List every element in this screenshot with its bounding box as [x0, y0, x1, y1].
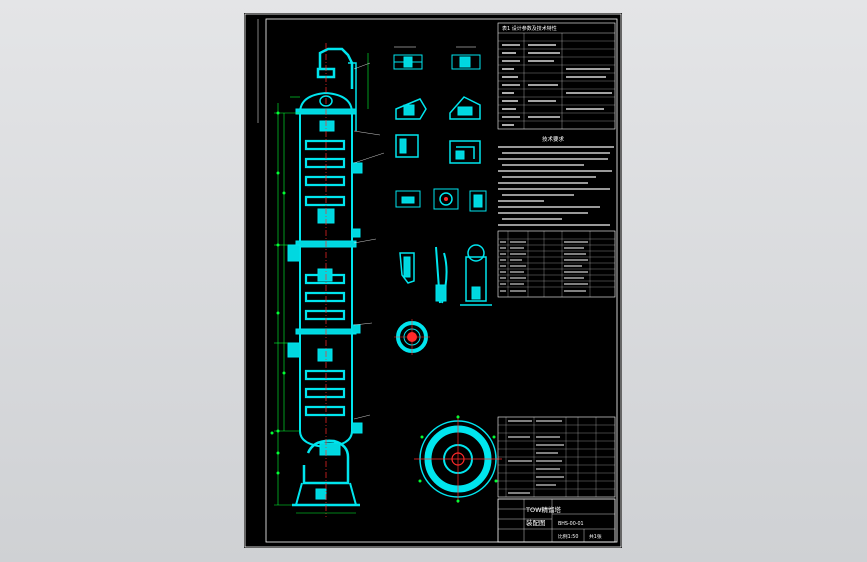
distillation-column — [287, 43, 363, 517]
inner-frame — [265, 18, 618, 543]
nozzle-table — [497, 230, 616, 298]
dimension-ticks — [270, 111, 286, 475]
cad-drawing-sheet: 表1 设计参数及技术特性 技术要求 — [244, 13, 622, 548]
drawing-title-line2: 装配图 — [526, 518, 546, 527]
technical-notes: 技术要求 — [498, 135, 614, 226]
data-table-heading: 表1 设计参数及技术特性 — [502, 25, 557, 32]
outer-border — [244, 13, 622, 548]
drawing-title-line1: TOW精馏塔 — [525, 505, 562, 514]
parts-list — [497, 416, 616, 498]
scale-label: 比例1:50 — [558, 533, 578, 540]
title-block: TOW精馏塔 装配图 BHS-00-01 比例1:50 共1张 — [497, 498, 616, 543]
detail-views — [393, 46, 502, 503]
drawing-number: BHS-00-01 — [558, 521, 584, 527]
sheet-label: 共1张 — [589, 533, 602, 540]
cad-drawing: 表1 设计参数及技术特性 技术要求 — [244, 13, 622, 548]
notes-heading: 技术要求 — [542, 135, 565, 143]
data-table: 表1 设计参数及技术特性 — [497, 22, 616, 130]
